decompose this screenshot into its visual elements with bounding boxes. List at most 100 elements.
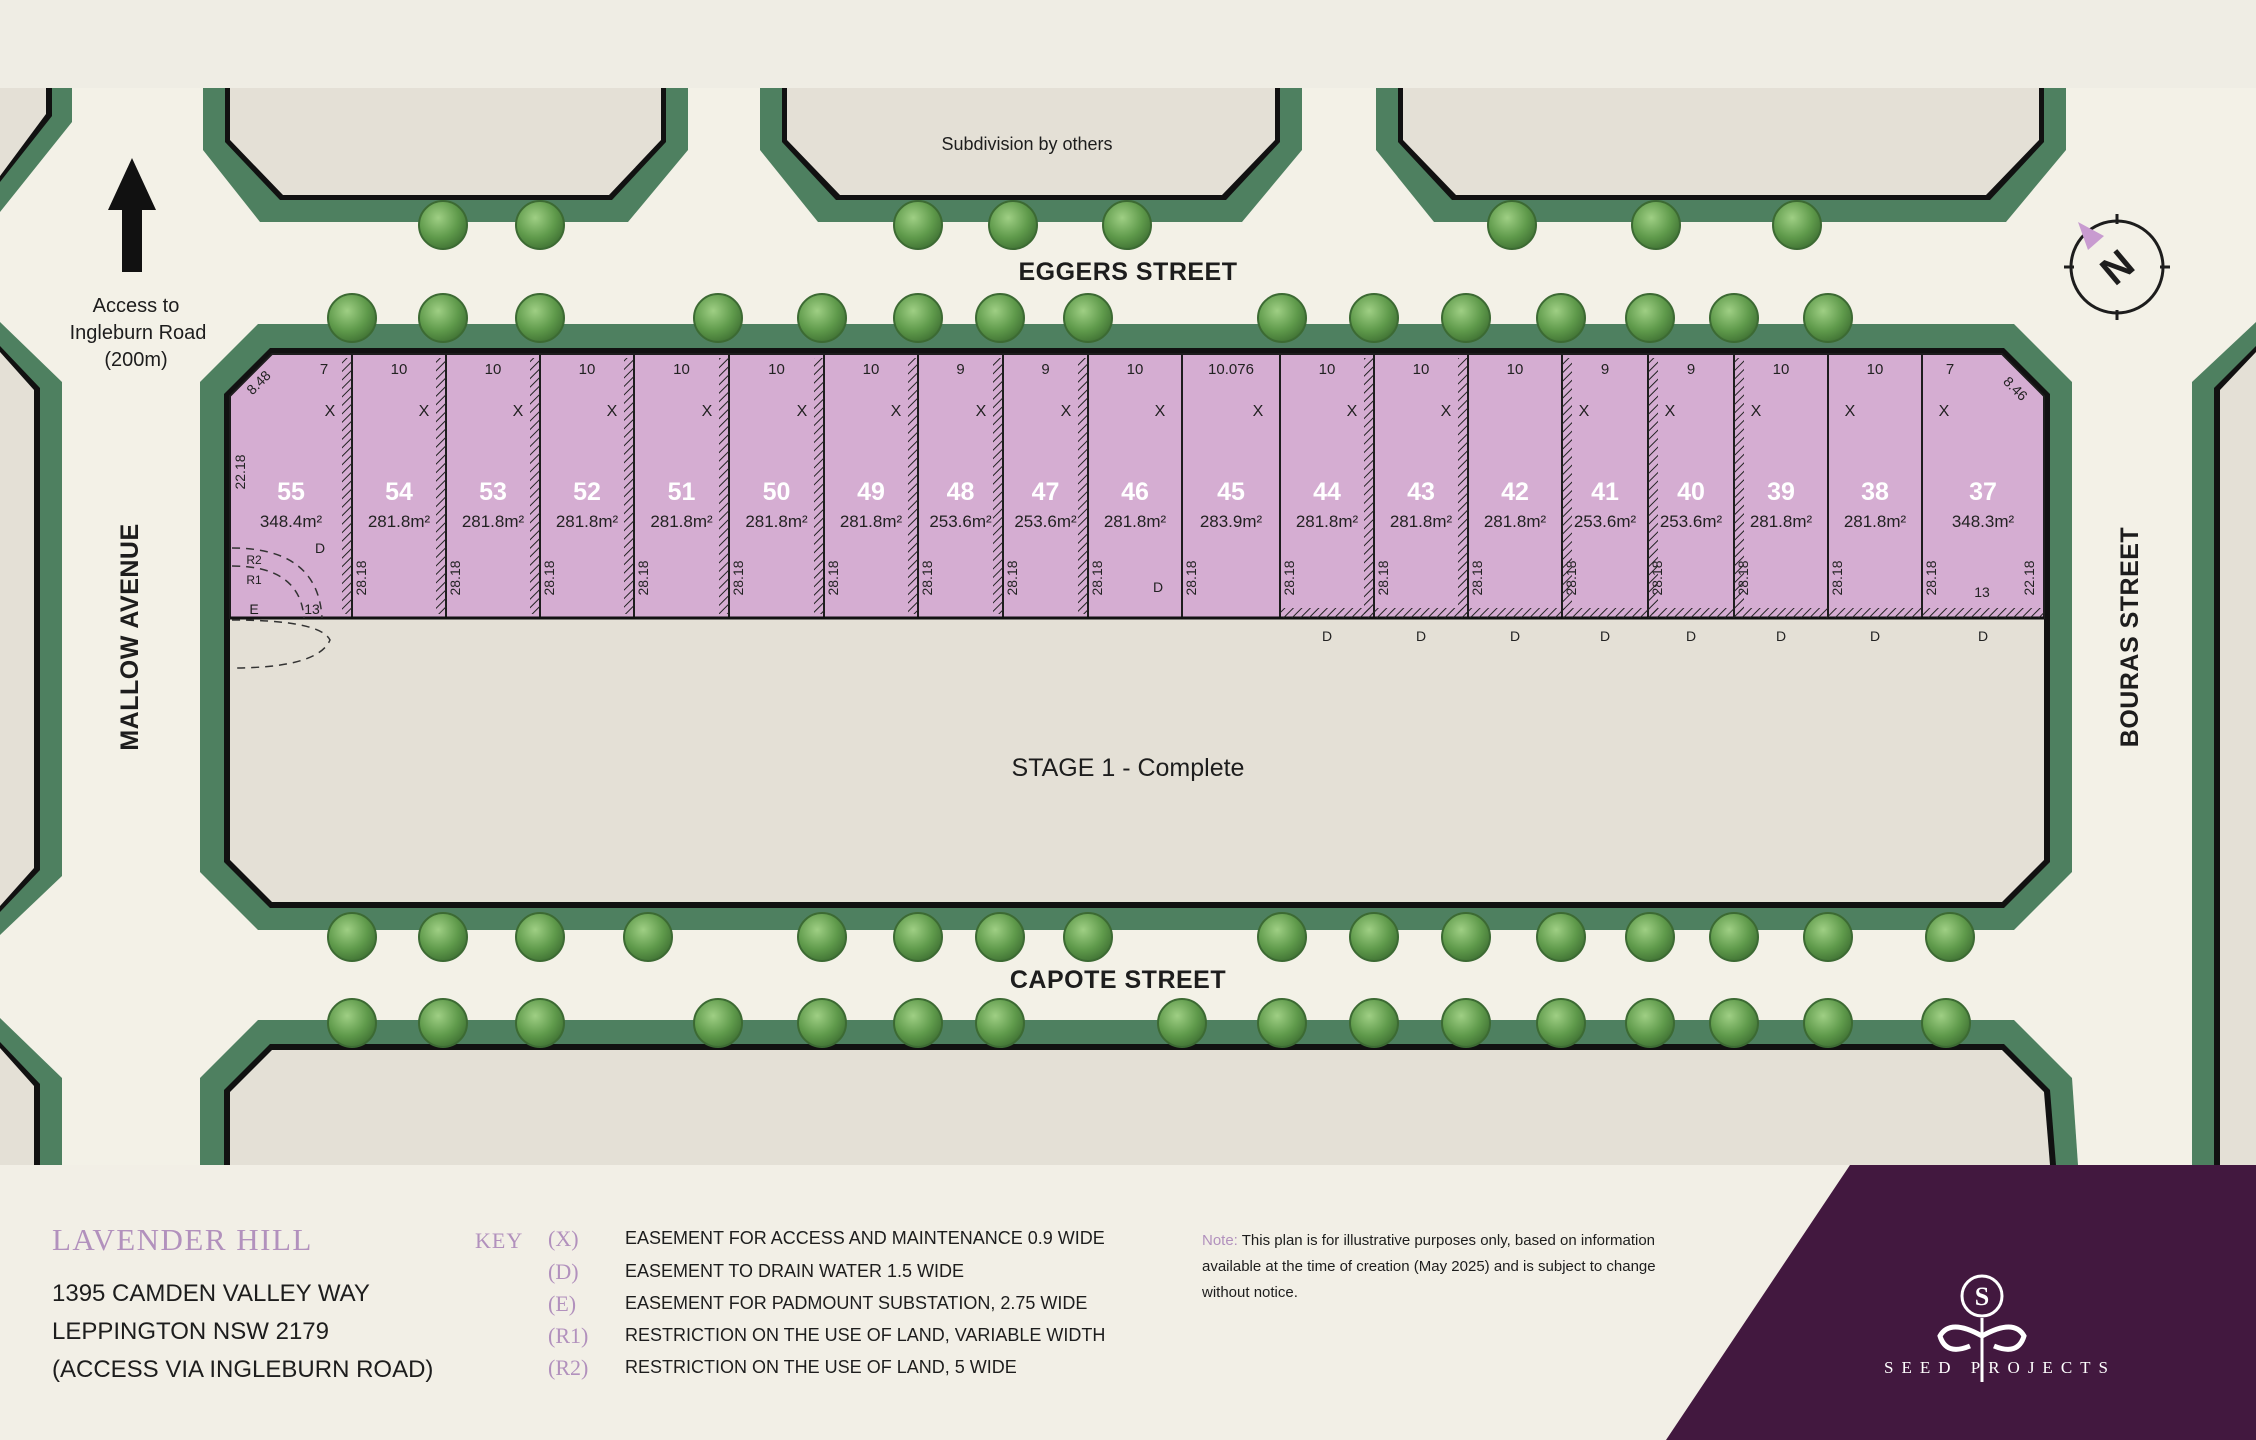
lot-depth: 28.18 <box>730 560 746 595</box>
tree-icon <box>418 998 468 1048</box>
tree-icon <box>327 912 377 962</box>
tree-icon <box>418 293 468 343</box>
lot-depth: 28.18 <box>1281 560 1297 595</box>
tree-icon <box>1536 998 1586 1048</box>
lot-number: 39 <box>1767 478 1795 506</box>
tree-icon <box>515 200 565 250</box>
side-easement-hatch <box>342 358 352 614</box>
side-easement-hatch <box>1364 358 1374 614</box>
lot-frontage: 9 <box>956 361 964 378</box>
lot-depth: 28.18 <box>825 560 841 595</box>
tree-icon <box>1349 912 1399 962</box>
lower-left-block <box>0 1018 62 1165</box>
side-easement-hatch <box>1562 358 1572 614</box>
tree-icon <box>1709 998 1759 1048</box>
lot-depth: 28.18 <box>1829 560 1845 595</box>
side-easement-hatch <box>1734 358 1744 614</box>
top-left-block <box>203 88 688 222</box>
tree-icon <box>1803 293 1853 343</box>
tree-icon <box>1631 200 1681 250</box>
lot-number: 52 <box>573 478 601 506</box>
street-bouras: BOURAS STREET <box>2116 527 2144 747</box>
key-code-d: (D) <box>548 1259 579 1284</box>
lot-frontage: 10 <box>673 361 690 378</box>
easement-x-marker: X <box>607 403 618 420</box>
lot-depth: 28.18 <box>1183 560 1199 595</box>
lot-frontage: 9 <box>1687 361 1695 378</box>
easement-x-marker: X <box>891 403 902 420</box>
lot-area: 281.8m² <box>368 512 431 531</box>
key-text-r2: RESTRICTION ON THE USE OF LAND, 5 WIDE <box>625 1357 1017 1377</box>
lot-frontage: 10.076 <box>1208 361 1254 378</box>
easement-x-marker: X <box>513 403 524 420</box>
tree-icon <box>1625 293 1675 343</box>
tree-icon <box>515 293 565 343</box>
easement-x-marker: X <box>1845 403 1856 420</box>
key-code-x: (X) <box>548 1226 579 1251</box>
easement-x-marker: X <box>1441 403 1452 420</box>
tree-icon <box>1772 200 1822 250</box>
street-trees <box>327 200 1975 1048</box>
lot-depth: 28.18 <box>1735 560 1751 595</box>
lot-number: 53 <box>479 478 507 506</box>
tree-icon <box>1536 293 1586 343</box>
tree-icon <box>327 293 377 343</box>
tree-icon <box>1925 912 1975 962</box>
easement-x-marker: X <box>1665 403 1676 420</box>
tree-icon <box>693 998 743 1048</box>
right-side-block <box>2192 322 2256 1165</box>
tree-icon <box>1709 293 1759 343</box>
lot-number: 48 <box>947 478 975 506</box>
tree-icon <box>515 998 565 1048</box>
drain-easement-marker: D <box>1153 579 1163 595</box>
street-capote: CAPOTE STREET <box>1010 966 1226 994</box>
lot-depth: 28.18 <box>541 560 557 595</box>
easement-x-marker: X <box>1579 403 1590 420</box>
drain-easement-marker: D <box>1510 628 1520 644</box>
lot-area: 281.8m² <box>556 512 619 531</box>
bottom-block <box>200 1020 2078 1165</box>
drain-easement-marker: D <box>1600 628 1610 644</box>
easement-x-marker: X <box>1939 403 1950 420</box>
drain-easement-marker: D <box>1686 628 1696 644</box>
lot-frontage: 10 <box>485 361 502 378</box>
left-side-block <box>0 322 62 935</box>
key-code-r2: (R2) <box>548 1355 589 1380</box>
stage-label: STAGE 1 - Complete <box>1012 754 1245 782</box>
tree-icon <box>893 998 943 1048</box>
lot-number: 46 <box>1121 478 1149 506</box>
lot-depth: 28.18 <box>1089 560 1105 595</box>
lot-number: 43 <box>1407 478 1435 506</box>
lot-area: 253.6m² <box>1014 512 1077 531</box>
lot-number: 38 <box>1861 478 1889 506</box>
seed-projects-logo-icon: S <box>1937 1274 2027 1382</box>
top-middle-block <box>760 88 1302 222</box>
drain-easement-marker: D <box>1978 628 1988 644</box>
key-text-e: EASEMENT FOR PADMOUNT SUBSTATION, 2.75 W… <box>625 1293 1088 1313</box>
brand-name: LAVENDER HILL <box>52 1222 313 1257</box>
tree-icon <box>418 200 468 250</box>
lot-frontage: 10 <box>863 361 880 378</box>
tree-icon <box>1625 912 1675 962</box>
tree-icon <box>1709 912 1759 962</box>
lot-frontage: 10 <box>1413 361 1430 378</box>
tree-icon <box>515 912 565 962</box>
lot-depth: 28.18 <box>1923 560 1939 595</box>
tree-icon <box>1921 998 1971 1048</box>
lot-number: 50 <box>763 478 791 506</box>
key-code-r1: (R1) <box>548 1323 589 1348</box>
side-easement-hatch <box>1458 358 1468 614</box>
easement-x-marker: X <box>419 403 430 420</box>
address-line-2: LEPPINGTON NSW 2179 <box>52 1318 329 1345</box>
tree-icon <box>1257 293 1307 343</box>
drain-easement-marker: D <box>1416 628 1426 644</box>
tree-icon <box>797 998 847 1048</box>
tree-icon <box>975 912 1025 962</box>
note-text: This plan is for illustrative purposes o… <box>1202 1232 1656 1301</box>
tree-icon <box>893 200 943 250</box>
lot-frontage: 10 <box>1867 361 1884 378</box>
access-note-line-3: (200m) <box>104 349 167 371</box>
lot-37-side-dimension: 22.18 <box>2021 560 2037 595</box>
lot-area: 281.8m² <box>1484 512 1547 531</box>
access-note-line-1: Access to <box>93 295 180 317</box>
